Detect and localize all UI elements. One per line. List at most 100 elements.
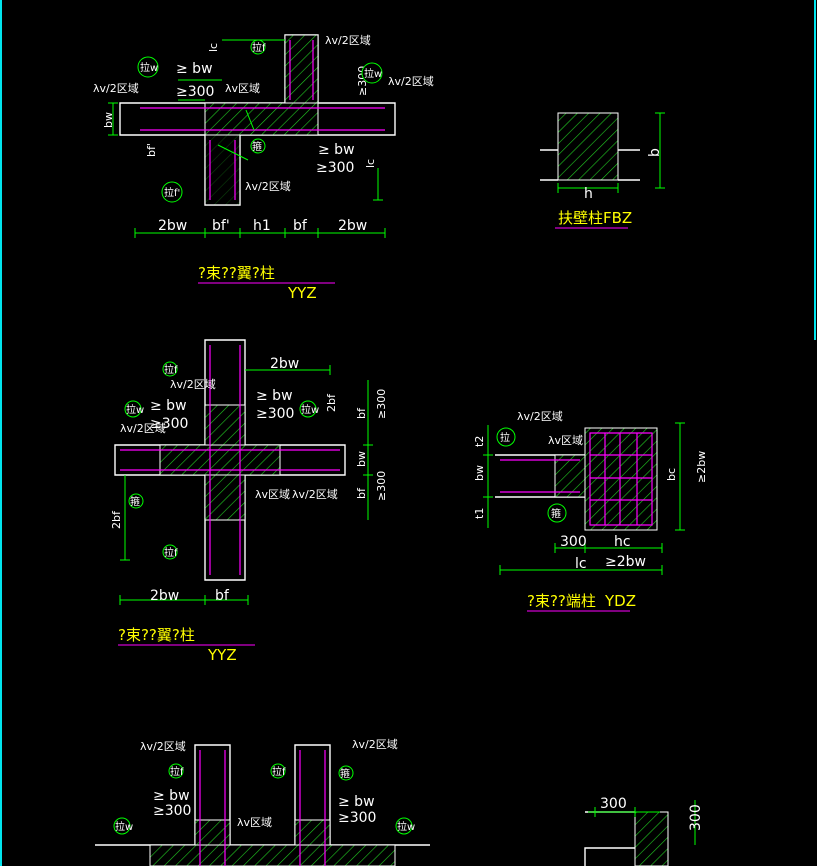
ydz-left-dims [483,425,493,528]
drawing-fbz: h b 扶壁柱FBZ [540,112,665,229]
fbz-h-dim [557,183,619,193]
yyz2-tie-w-circle-2 [299,400,317,418]
bottom-label-lv2-left: λv/2区域 [140,740,186,753]
yyz1-label-bw: bw [102,112,115,128]
ydz-dim-ge2bw: ≥2bw [605,554,646,570]
yyz2-label-lv2-right: λv/2区域 [292,488,338,501]
yyz2-title-code: YYZ [207,646,237,664]
yyz1-dim-h1: h1 [253,218,271,234]
bottom-tie-w-circle-2 [395,817,413,835]
yyz1-tie-f-circle [161,181,183,203]
yyz2-dim-2bw: 2bw [150,588,179,604]
yyz1-tie-w-label: 拉w [140,61,158,74]
yyz1-label-bf-prime: bf' [145,143,158,157]
yyz2-label-2bf-right: 2bf [325,393,338,412]
bottom-tie-f-label-2: 拉f [272,765,286,778]
yyz1-label-lv2-right: λv/2区域 [388,75,434,88]
yyz1-flange-hatch [204,134,241,206]
yyz1-leaders [217,109,255,161]
yyz1-label-lv2-left: λv/2区域 [93,82,139,95]
bottom-stirrup-circle [338,765,354,781]
bottom-right-300: 300 [600,796,627,812]
yyz2-tie-f-label-2: 拉f [164,546,178,559]
ydz-dim-300: 300 [560,534,587,550]
yyz1-lc-dim [373,168,383,201]
yyz2-label-bf-right: bf [355,407,368,419]
drawing-ydz: λv/2区域 λv区域 300 hc ≥2bw lc t2 bw t1 bc ≥… [473,410,708,612]
yyz1-rebar [140,40,385,200]
yyz2-tie-w-circle [124,400,142,418]
yyz2-label-2bw-top: 2bw [270,356,299,372]
yyz2-label-lv: λv区域 [255,488,290,501]
yyz1-dim-2bw-right: 2bw [338,218,367,234]
yyz2-label-lv2-top: λv/2区域 [170,378,216,391]
yyz2-top-dim [245,365,331,375]
ydz-label-lv2: λv/2区域 [517,410,563,423]
yyz1-title-code: YYZ [287,284,317,302]
bottom-label-gebw-2: ≥ bw [338,794,375,810]
bottom-label-lv: λv区域 [237,816,272,829]
yyz2-rebar [120,345,340,575]
ydz-stirrup-circle [547,503,567,523]
bottom-hatch-3 [149,844,396,866]
ydz-stirrup-label: 箍 [551,507,561,520]
yyz1-tie-w-circle [137,56,159,78]
yyz2-tie-f-circle [162,361,178,377]
yyz2-label-2bf: 2bf [110,510,123,529]
bottom-rebar [199,750,326,866]
ydz-column-hatch [584,427,658,531]
yyz1-dim-bf-prime: bf' [212,218,230,234]
ydz-title-code: YDZ [604,592,636,610]
yyz1-label-ge300-2: ≥300 [316,160,354,176]
yyz2-label-300-right: ≥300 [375,389,388,419]
yyz2-web-bot-hatch [204,474,246,521]
yyz1-tie-w-circle-2 [361,62,383,84]
yyz1-stirrup-circle [250,138,266,154]
yyz2-web-top-hatch [204,404,246,446]
ydz-tie-label: 拉 [500,431,510,444]
bottom-right-hatch [634,811,669,866]
bottom-label-ge300: ≥300 [153,803,191,819]
yyz2-bottom-dims [119,595,249,605]
yyz1-dim-2bw-left: 2bw [158,218,187,234]
ydz-label-ge2bw: ≥2bw [695,451,708,483]
ydz-label-t2: t2 [473,436,486,447]
ydz-rebar [500,432,653,526]
yyz2-tie-w-label: 拉w [126,403,144,416]
ydz-bc-dim [675,422,685,531]
yyz2-stirrup-circle [128,493,144,509]
yyz2-label-ge300-2: ≥300 [150,416,188,432]
fbz-title: 扶壁柱FBZ [558,209,632,227]
yyz1-label-lc-right: lc [364,159,377,168]
ydz-dim-lc: lc [575,556,587,572]
yyz2-right-dims [363,380,373,520]
yyz2-label-gebw-2: ≥ bw [150,398,187,414]
drawing-yyz-1: λv/2区域 λv区域 λv/2区域 λv/2区域 λv/2区域 ≥ bw ≥3… [93,34,434,302]
yyz2-label-bf-right-2: bf [355,487,368,499]
bottom-right-300-vert: 300 [688,804,704,831]
bottom-right-wall [584,811,635,866]
yyz1-label-ge300: ≥300 [176,84,214,100]
bottom-label-gebw: ≥ bw [153,788,190,804]
yyz1-label-gebw: ≥ bw [176,61,213,77]
yyz2-tie-w-label-2: 拉w [301,403,319,416]
yyz1-dim-bf: bf [293,218,308,234]
bottom-tie-w-label-2: 拉w [397,820,415,833]
yyz1-stirrup-label: 箍 [252,140,262,153]
yyz2-stirrup-label: 箍 [130,495,140,508]
bottom-label-lv2-right: λv/2区域 [352,738,398,751]
drawing-bottom-partial: λv/2区域 λv/2区域 λv区域 ≥ bw ≥300 ≥ bw ≥300 拉… [95,738,704,866]
ydz-label-lv: λv区域 [548,434,583,447]
yyz2-tie-f-circle-2 [162,544,178,560]
bottom-label-ge300-2: ≥300 [338,810,376,826]
bottom-tie-f-label: 拉f [170,765,184,778]
bottom-tie-w-label: 拉w [115,820,133,833]
ydz-tie-circle [496,427,516,447]
ydz-title: ?束??端柱 [527,592,596,610]
bottom-right-dim [588,807,660,817]
yyz1-label-lc-top: lc [207,43,220,52]
ydz-label-t1: t1 [473,508,486,519]
yyz2-label-lv2-left: λv/2区域 [120,422,166,435]
yyz2-tie-f-label: 拉f [164,363,178,376]
